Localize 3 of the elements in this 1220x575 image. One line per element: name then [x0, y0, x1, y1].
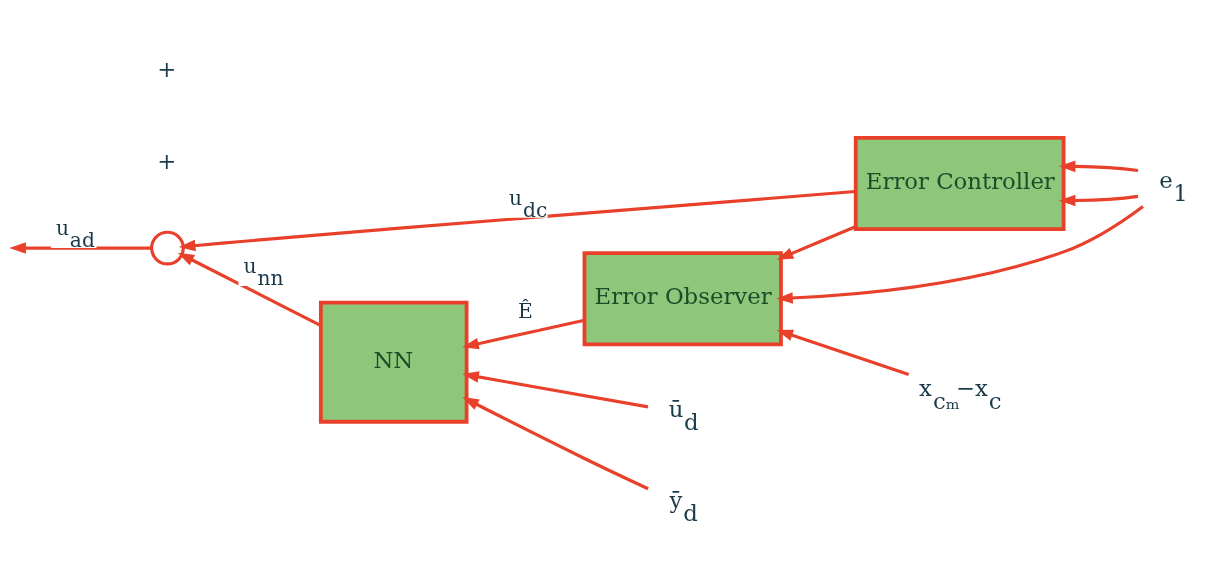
- label: +: [157, 147, 177, 174]
- edge-label: Ê: [517, 298, 533, 323]
- label: +: [157, 55, 177, 82]
